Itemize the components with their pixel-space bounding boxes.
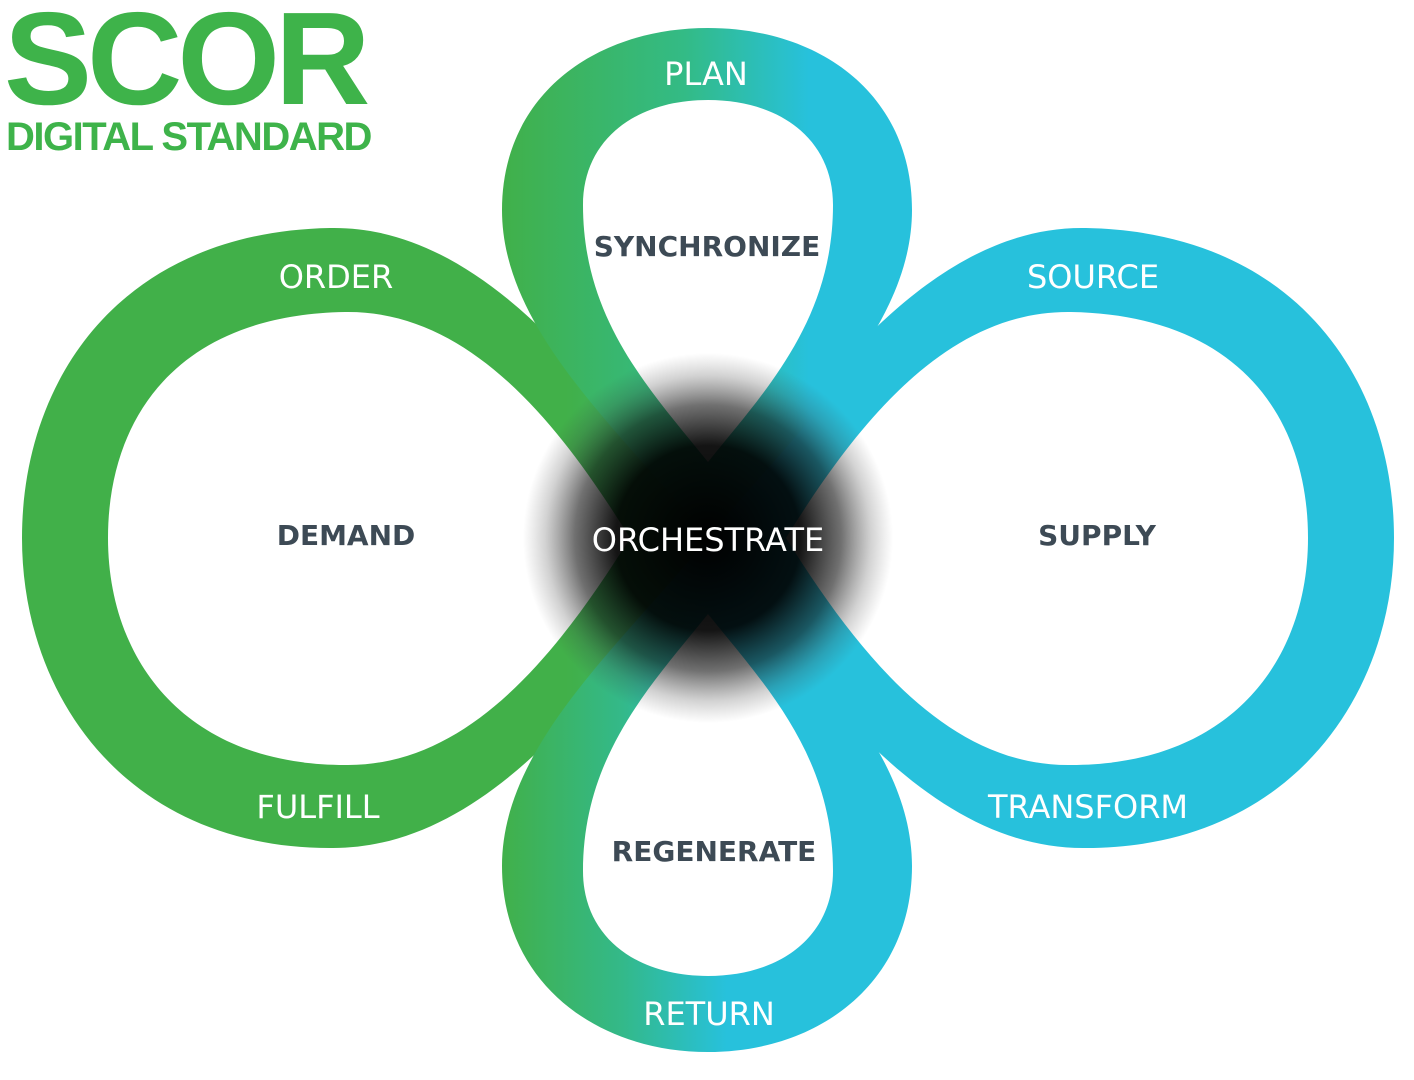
label-demand: DEMAND (277, 519, 416, 552)
label-orchestrate: ORCHESTRATE (592, 521, 824, 559)
supply-ring (708, 227, 1394, 849)
logo-subtitle: DIGITAL STANDARD (6, 115, 371, 159)
demand-ring (22, 227, 708, 849)
label-supply: SUPPLY (1038, 519, 1156, 552)
label-transform: TRANSFORM (987, 788, 1188, 826)
logo-title: SCOR (4, 0, 368, 132)
label-return: RETURN (643, 995, 775, 1033)
label-plan: PLAN (664, 55, 748, 93)
label-order: ORDER (279, 258, 394, 296)
label-synchronize: SYNCHRONIZE (594, 230, 821, 263)
label-regenerate: REGENERATE (612, 835, 817, 868)
label-fulfill: FULFILL (256, 788, 379, 826)
label-source: SOURCE (1027, 258, 1159, 296)
orchestrate-glow (523, 353, 893, 723)
